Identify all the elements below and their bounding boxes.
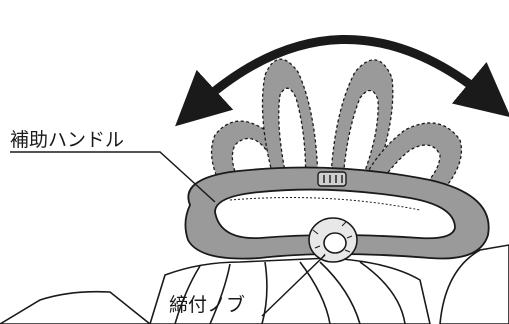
handle-leader-line bbox=[10, 151, 216, 203]
tool-body bbox=[0, 244, 509, 324]
knob-leader-line bbox=[261, 254, 326, 317]
auxiliary-handle-label: 補助ハンドル bbox=[10, 129, 125, 151]
rotation-arrow bbox=[175, 34, 509, 127]
tightening-knob bbox=[308, 217, 358, 263]
auxiliary-handle bbox=[184, 166, 490, 260]
tightening-knob-label: 締付ノブ bbox=[169, 294, 246, 316]
clamp-ring bbox=[317, 171, 347, 187]
